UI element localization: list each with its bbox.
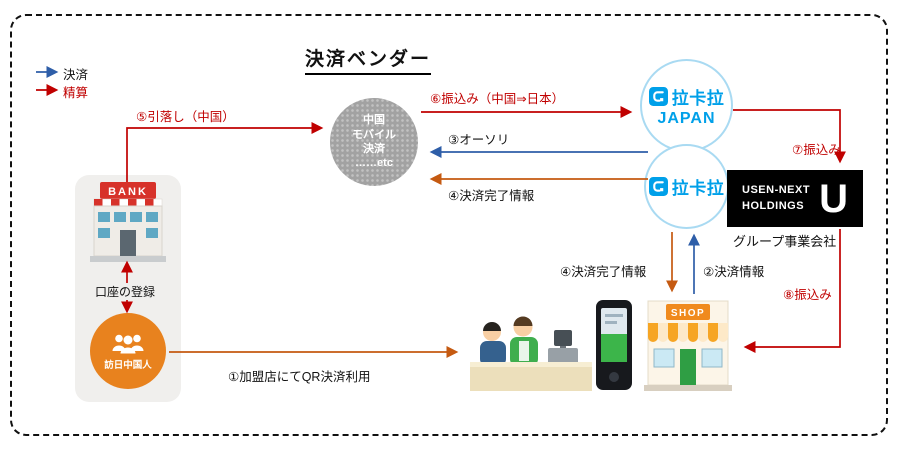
usen-name-line2: HOLDINGS (742, 199, 805, 212)
usen-u-logo: U (819, 176, 848, 221)
lakala-brand: 拉卡拉 (671, 179, 725, 198)
account-registration-label: 口座の登録 (92, 283, 159, 300)
cashier-figure (510, 316, 538, 366)
lakala-japan-region: JAPAN (657, 109, 716, 127)
customer-figure (480, 322, 506, 366)
flow5-label: ⑤引落し（中国） (136, 110, 235, 124)
flow4-shop-label: ④決済完了情報 (560, 265, 647, 279)
shop-illustration: SHOP (640, 297, 736, 393)
flow8-label: ⑧振込み (783, 288, 832, 302)
lakala-japan-brand: 拉卡拉 (671, 88, 725, 108)
checkout-scene (470, 300, 632, 391)
bank-door (120, 230, 136, 256)
china-mobile-line: ……etc (355, 157, 393, 170)
flow6-label: ⑥振込み（中国⇒日本） (430, 92, 565, 106)
pos-terminal (596, 300, 632, 390)
bank-windows (98, 212, 158, 238)
counter-top (470, 362, 592, 367)
shop-sign-text: SHOP (671, 308, 705, 319)
china-mobile-line: 中国 (363, 114, 385, 127)
china-mobile-line: モバイル (352, 128, 396, 141)
lakala-logo-icon (648, 177, 668, 196)
bank-sign-text: BANK (108, 186, 148, 198)
flow1-label: ①加盟店にてQR決済利用 (228, 370, 371, 384)
bank-illustration: BANK (88, 180, 168, 264)
node-visitor-chinese-tourist: 訪日中国人 (90, 313, 166, 389)
bank-awning (93, 198, 163, 207)
node-lakala-japan: 拉卡拉 JAPAN (640, 59, 733, 152)
china-mobile-line: 決済 (363, 143, 385, 155)
shop-awning (648, 323, 728, 342)
shop-building: SHOP (644, 300, 732, 391)
usen-name-line1: USEN-NEXT (742, 184, 811, 197)
lakala-logo-icon (648, 86, 668, 106)
usen-group-caption: グループ事業会社 (733, 234, 837, 249)
cash-register (548, 330, 578, 364)
node-china-mobile-payment: 中国 モバイル 決済 ……etc (330, 98, 418, 186)
bank-building: BANK (90, 182, 166, 262)
diagram-border (10, 14, 888, 436)
usen-name: USEN-NEXT HOLDINGS (742, 183, 810, 214)
legend-settlement-label: 精算 (63, 86, 89, 100)
checkout-counter-illustration (468, 296, 634, 394)
flow2-label: ②決済情報 (703, 265, 765, 279)
legend-payment-label: 決済 (63, 68, 89, 82)
counter-front (470, 367, 592, 391)
node-usen-next-holdings: USEN-NEXT HOLDINGS U (727, 170, 863, 227)
shop-door (680, 349, 696, 385)
shop-window (701, 348, 723, 368)
flow4-auth-label: ④決済完了情報 (448, 189, 535, 203)
node-lakala: 拉卡拉 (644, 144, 729, 229)
flow7-label: ⑦振込み (792, 143, 841, 157)
people-icon (112, 334, 144, 353)
flow3-label: ③オーソリ (448, 133, 510, 147)
page-title: 決済ベンダー (305, 44, 432, 75)
shop-window (653, 348, 675, 368)
visitor-label: 訪日中国人 (104, 359, 152, 371)
